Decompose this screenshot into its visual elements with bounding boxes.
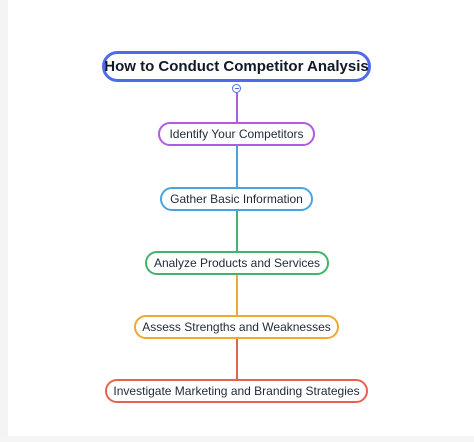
root-node[interactable]: How to Conduct Competitor Analysis (102, 51, 371, 82)
step-node-analyze-products[interactable]: Analyze Products and Services (145, 251, 329, 275)
step-node-label: Gather Basic Information (170, 192, 303, 206)
step-node-assess-strengths[interactable]: Assess Strengths and Weaknesses (134, 315, 339, 339)
bottom-panel-edge (0, 436, 474, 442)
collapse-minus-icon[interactable] (232, 84, 241, 93)
step-node-gather-information[interactable]: Gather Basic Information (160, 187, 313, 211)
step-node-label: Identify Your Competitors (169, 127, 304, 141)
step-node-label: Assess Strengths and Weaknesses (142, 320, 331, 334)
step-node-investigate-marketing[interactable]: Investigate Marketing and Branding Strat… (105, 379, 368, 403)
root-node-label: How to Conduct Competitor Analysis (104, 58, 369, 75)
left-panel-edge (0, 0, 8, 442)
step-node-label: Analyze Products and Services (153, 256, 321, 270)
step-node-identify-competitors[interactable]: Identify Your Competitors (158, 122, 315, 146)
step-node-label: Investigate Marketing and Branding Strat… (113, 384, 360, 398)
